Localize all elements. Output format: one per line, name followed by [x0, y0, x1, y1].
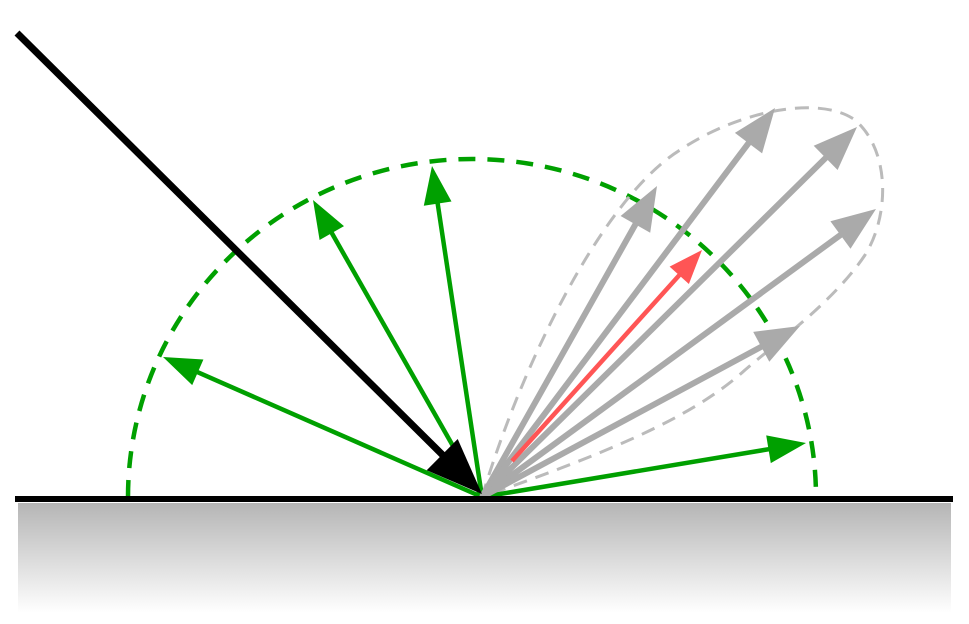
specular-ray-3-arrowhead — [813, 127, 857, 170]
specular-lobe-outline — [479, 106, 885, 500]
mirror-rays — [510, 250, 702, 463]
specular-ray-2-arrowhead — [734, 108, 775, 154]
diffuse-ray-3-arrowhead — [423, 166, 452, 206]
specular-ray-1-arrowhead — [620, 186, 657, 233]
diffuse-ray-2-arrowhead — [313, 200, 344, 240]
diffuse-rays — [163, 166, 806, 500]
mirror-ray-shaft — [510, 272, 683, 463]
diffuse-ray-1-shaft — [195, 369, 483, 500]
specular-ray-5-shaft — [480, 343, 765, 500]
surface-shading — [18, 503, 951, 613]
specular-ray-1-shaft — [479, 221, 640, 499]
incident-rays — [14, 30, 482, 494]
diffuse-ray-1-arrowhead — [163, 357, 204, 386]
specular-ray-5-arrowhead — [753, 326, 800, 362]
specular-ray-2-shaft — [479, 139, 753, 499]
mirror-ray-arrowhead — [669, 250, 702, 284]
specular-rays — [479, 108, 876, 500]
incident-ray-arrowhead — [426, 439, 482, 494]
diffuse-ray-4-shaft — [481, 446, 771, 500]
diffuse-ray-3-shaft — [435, 201, 485, 498]
specular-ray-4-shaft — [480, 231, 844, 500]
specular-ray-3-shaft — [479, 154, 830, 500]
specular-ray-4-arrowhead — [830, 209, 876, 249]
incident-ray-shaft — [14, 30, 447, 459]
diffuse-ray-4-arrowhead — [766, 435, 806, 464]
